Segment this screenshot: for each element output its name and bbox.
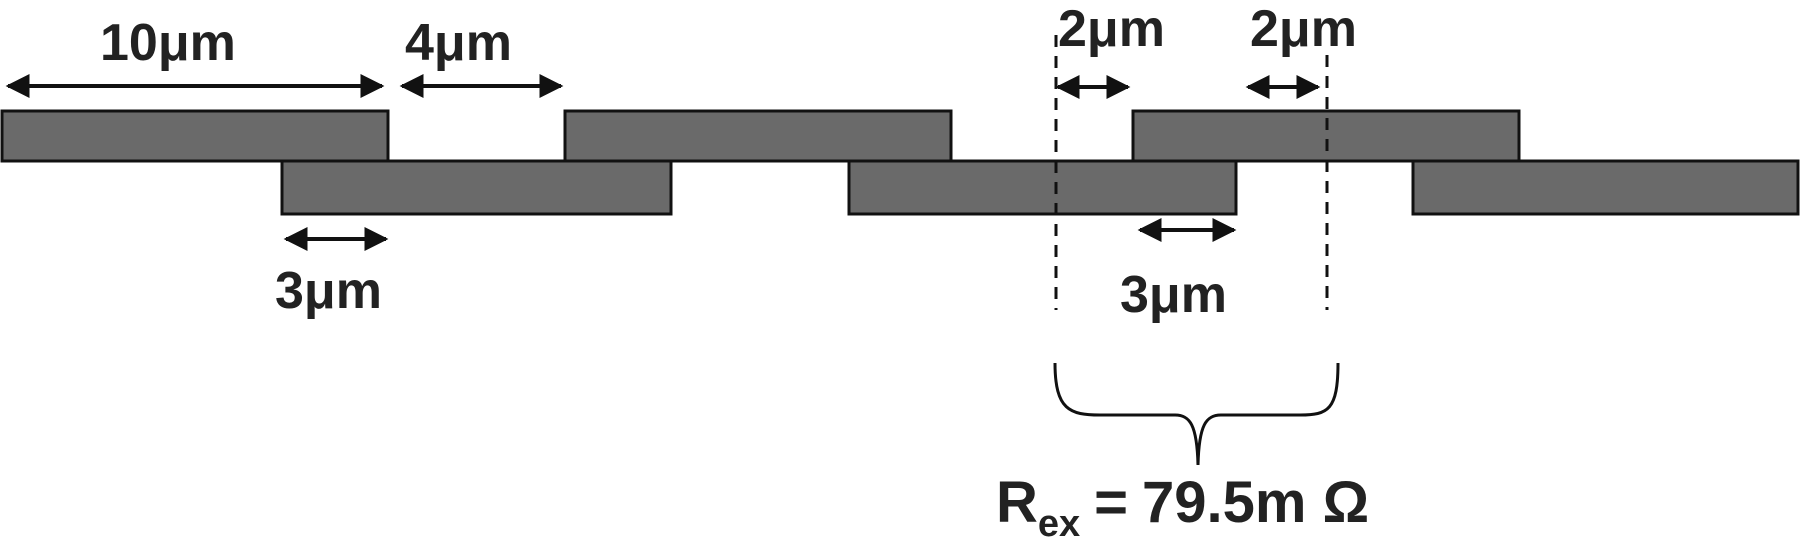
bottom-strip-2 (847, 159, 1238, 216)
formula-symbol: R (996, 470, 1038, 535)
label-margin-right: 2μm (1250, 0, 1357, 58)
formula-subscript: ex (1038, 503, 1080, 545)
label-margin-left: 2μm (1058, 0, 1165, 58)
svg-text:Rex=79.5m Ω: Rex =79.5m Ω (996, 470, 1369, 545)
label-overlap-right: 3μm (1120, 266, 1227, 324)
dimension-arrows (5, 74, 1321, 251)
label-gap: 4μm (405, 14, 512, 72)
top-strip-1 (0, 109, 390, 163)
bottom-strip-3 (1411, 159, 1800, 216)
formula-value: 79.5m Ω (1142, 470, 1369, 535)
resistance-formula: Rex =79.5m Ω (996, 470, 1369, 545)
top-strips (0, 109, 1521, 163)
label-overlap-left: 3μm (275, 262, 382, 320)
curly-brace (1053, 362, 1340, 466)
bottom-strips (280, 159, 1800, 216)
bottom-strip-1 (280, 159, 673, 216)
top-strip-2 (563, 109, 953, 163)
label-strip-width: 10μm (100, 14, 236, 72)
formula-equals: = (1094, 470, 1128, 535)
